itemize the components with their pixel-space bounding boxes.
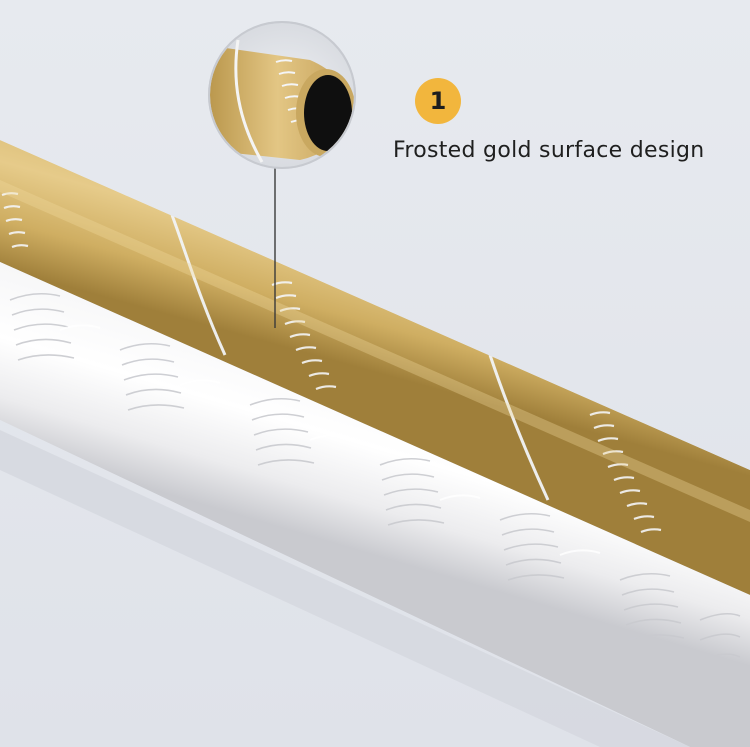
gold-tube <box>0 140 750 595</box>
zoom-inset <box>208 21 356 169</box>
callout-number-badge: 1 <box>415 78 461 124</box>
silver-tube <box>0 262 750 747</box>
callout-caption: Frosted gold surface design <box>393 138 705 163</box>
callout-number: 1 <box>429 87 447 115</box>
